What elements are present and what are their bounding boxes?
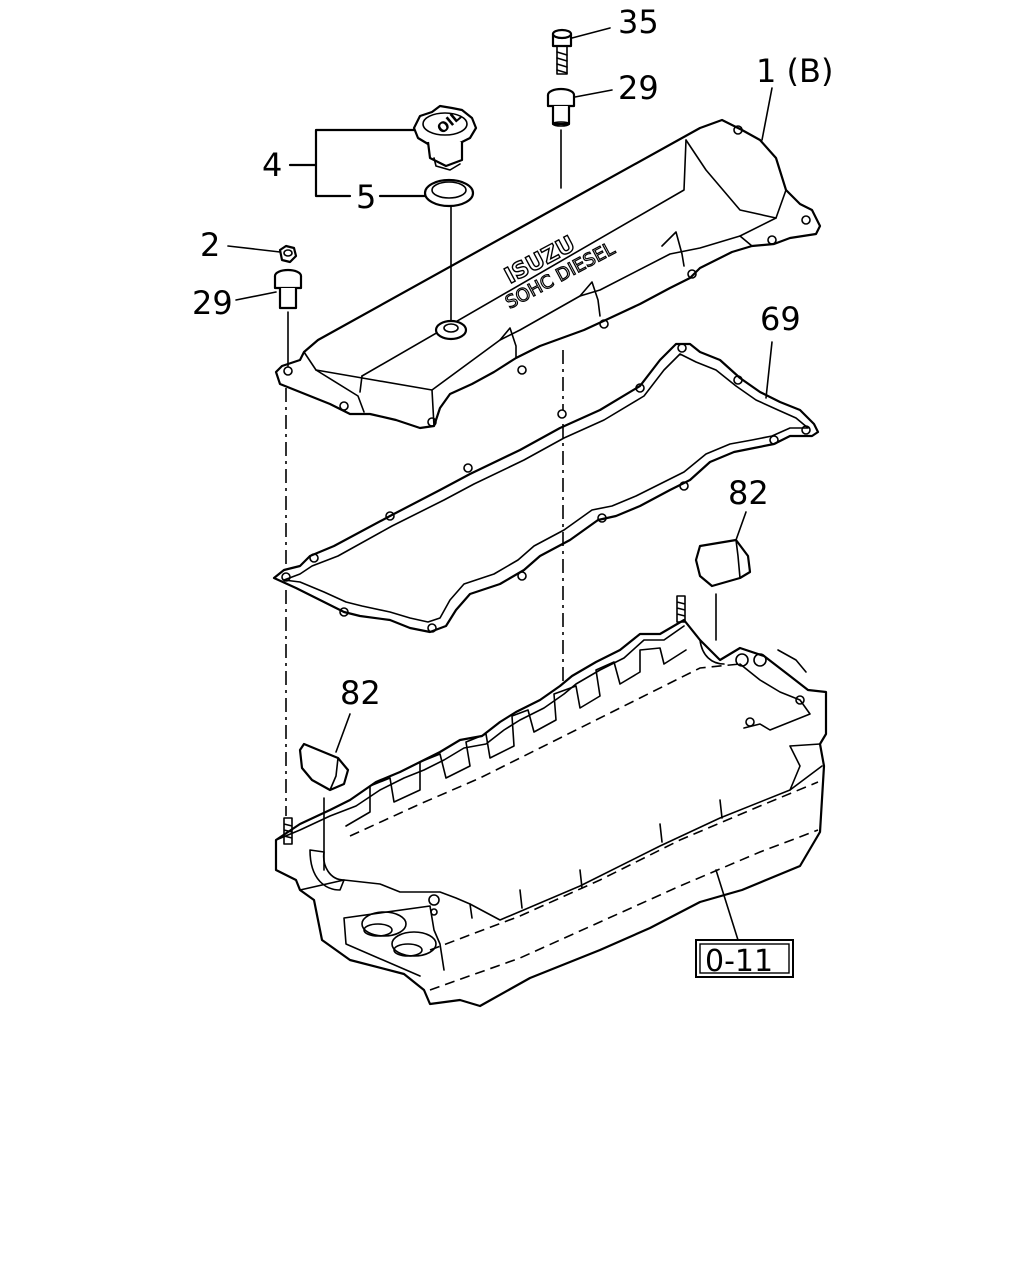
cover-gasket [272,342,820,634]
nut-2 [278,244,298,264]
reference-box: 0-11 [695,939,794,979]
cylinder-head [274,595,828,1008]
label-69: 69 [760,300,801,338]
label-2: 2 [200,226,220,264]
bushing-29-left [273,268,303,310]
oil-filler-cap: OIL [412,104,478,171]
label-29-left: 29 [192,284,233,322]
plug-82-left [298,742,350,792]
label-82-left: 82 [340,674,381,712]
label-4: 4 [262,146,282,184]
oil-cap-seal [423,178,475,208]
label-1b: 1 (B) [756,52,833,90]
cylinder-head-cover: ISUZU SOHC DIESEL [274,118,822,430]
bushing-29-top [546,87,576,127]
reference-box-label: 0-11 [705,944,773,979]
label-82-right: 82 [728,474,769,512]
bolt-35 [551,28,573,75]
plug-82-right [694,538,752,588]
label-35: 35 [618,3,659,41]
label-29-top: 29 [618,69,659,107]
label-5: 5 [356,178,376,216]
